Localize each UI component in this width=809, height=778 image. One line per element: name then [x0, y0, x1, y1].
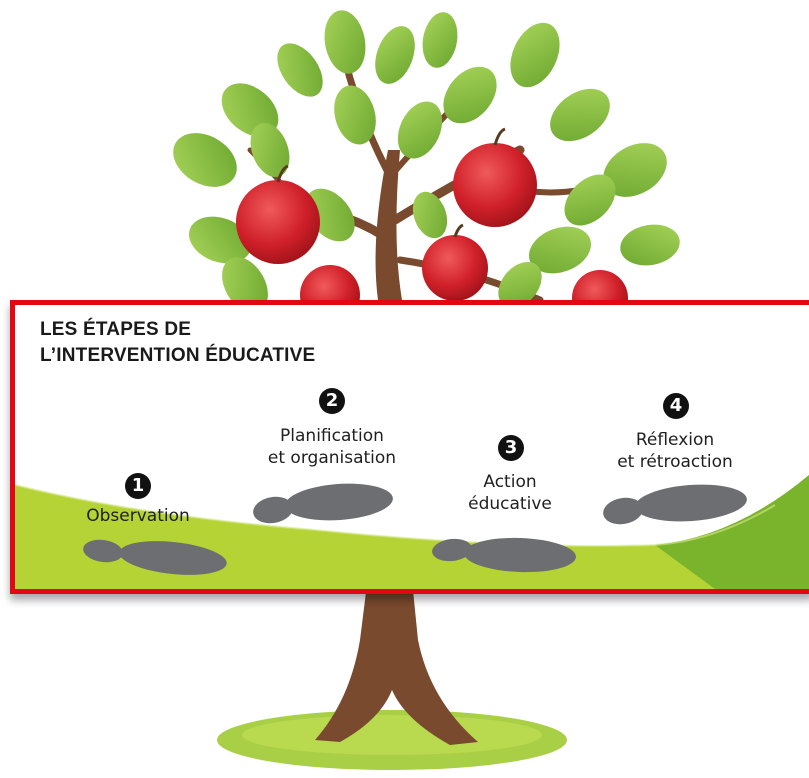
step-3-label-line2: éducative [468, 494, 552, 514]
tree-trunk [315, 560, 478, 745]
step-1-label-line1: Observation [86, 506, 190, 526]
apple [453, 143, 537, 227]
step-2-label-line2: et organisation [267, 448, 397, 468]
step-4-number-icon: 4 [663, 393, 689, 419]
leaves [173, 10, 680, 313]
step-3-label-line1: Action [483, 472, 537, 492]
step-4-label-line1: Réflexion [635, 430, 715, 450]
footprint-icon [253, 483, 393, 524]
step-3-number-icon: 3 [498, 435, 524, 461]
step-2-number-icon: 2 [319, 388, 345, 414]
panel-title-line1: LES ÉTAPES DE [40, 319, 192, 340]
step-4-label-line2: et rétroaction [617, 452, 733, 472]
footprint-icon [603, 484, 747, 525]
step-4-label: Réflexion et rétroaction [595, 429, 755, 473]
step-3-label: Action éducative [445, 471, 575, 515]
step-2-label-line1: Planification [280, 426, 384, 446]
footprint-icon [432, 537, 576, 573]
panel-title: LES ÉTAPES DE L’INTERVENTION ÉDUCATIVE [40, 317, 315, 369]
apple [236, 180, 320, 264]
step-1-number-icon: 1 [125, 473, 151, 499]
ground-illustration [15, 475, 809, 589]
step-1-label: Observation [63, 505, 213, 527]
footprint-icon [83, 539, 227, 575]
step-2-label: Planification et organisation [247, 425, 417, 469]
panel-title-line2: L’INTERVENTION ÉDUCATIVE [40, 345, 316, 366]
steps-panel: LES ÉTAPES DE L’INTERVENTION ÉDUCATIVE 1… [10, 300, 809, 594]
apple [422, 235, 488, 301]
